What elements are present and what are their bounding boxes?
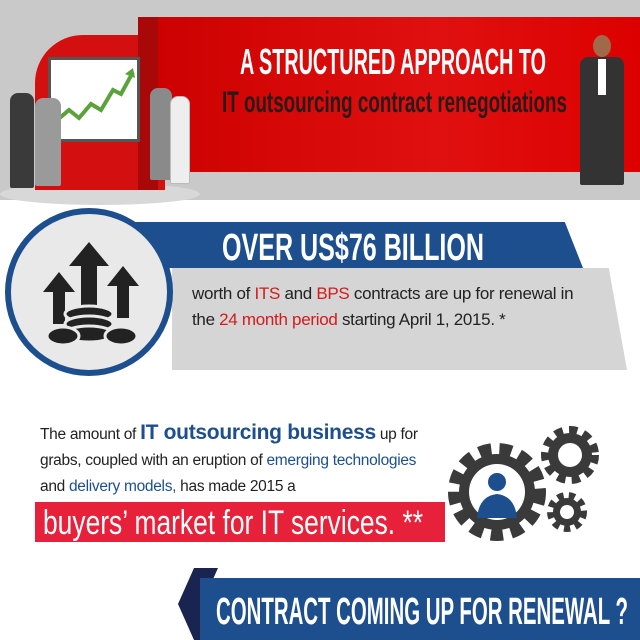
stat-headline-wrap: OVER US$76 BILLION [222,227,484,268]
stat-text: worth of ITS and BPS contracts are up fo… [192,284,574,329]
renewal-cta-wrap: CONTRACT COMING UP FOR RENEWAL ? [216,591,628,633]
gears-person-icon [445,420,605,545]
page-subtitle: IT outsourcing contract renegotiations [222,86,567,119]
stat-headline: OVER US$76 BILLION [222,227,484,268]
page-title: A STRUCTURED APPROACH TO [240,41,546,82]
stat-headline-bar: OVER US$76 BILLION [128,222,583,268]
red-banner [140,17,640,172]
market-banner-wrap: buyers’ market for IT services. ** [43,504,423,542]
stat-icon-circle [5,208,173,376]
businessman-illustration [578,35,626,190]
rising-arrows-coins-icon [43,242,139,347]
market-banner-text: buyers’ market for IT services. ** [43,504,423,542]
page-subtitle-wrap: IT outsourcing contract renegotiations [222,86,567,119]
market-paragraph: The amount of IT outsourcing business up… [40,421,418,495]
renewal-cta-bar: CONTRACT COMING UP FOR RENEWAL ? [200,578,640,640]
business-meeting-illustration [5,78,195,190]
market-banner: buyers’ market for IT services. ** [35,502,445,542]
page-title-wrap: A STRUCTURED APPROACH TO [240,41,546,82]
renewal-cta: CONTRACT COMING UP FOR RENEWAL ? [216,591,628,633]
stat-text-box [172,268,627,370]
